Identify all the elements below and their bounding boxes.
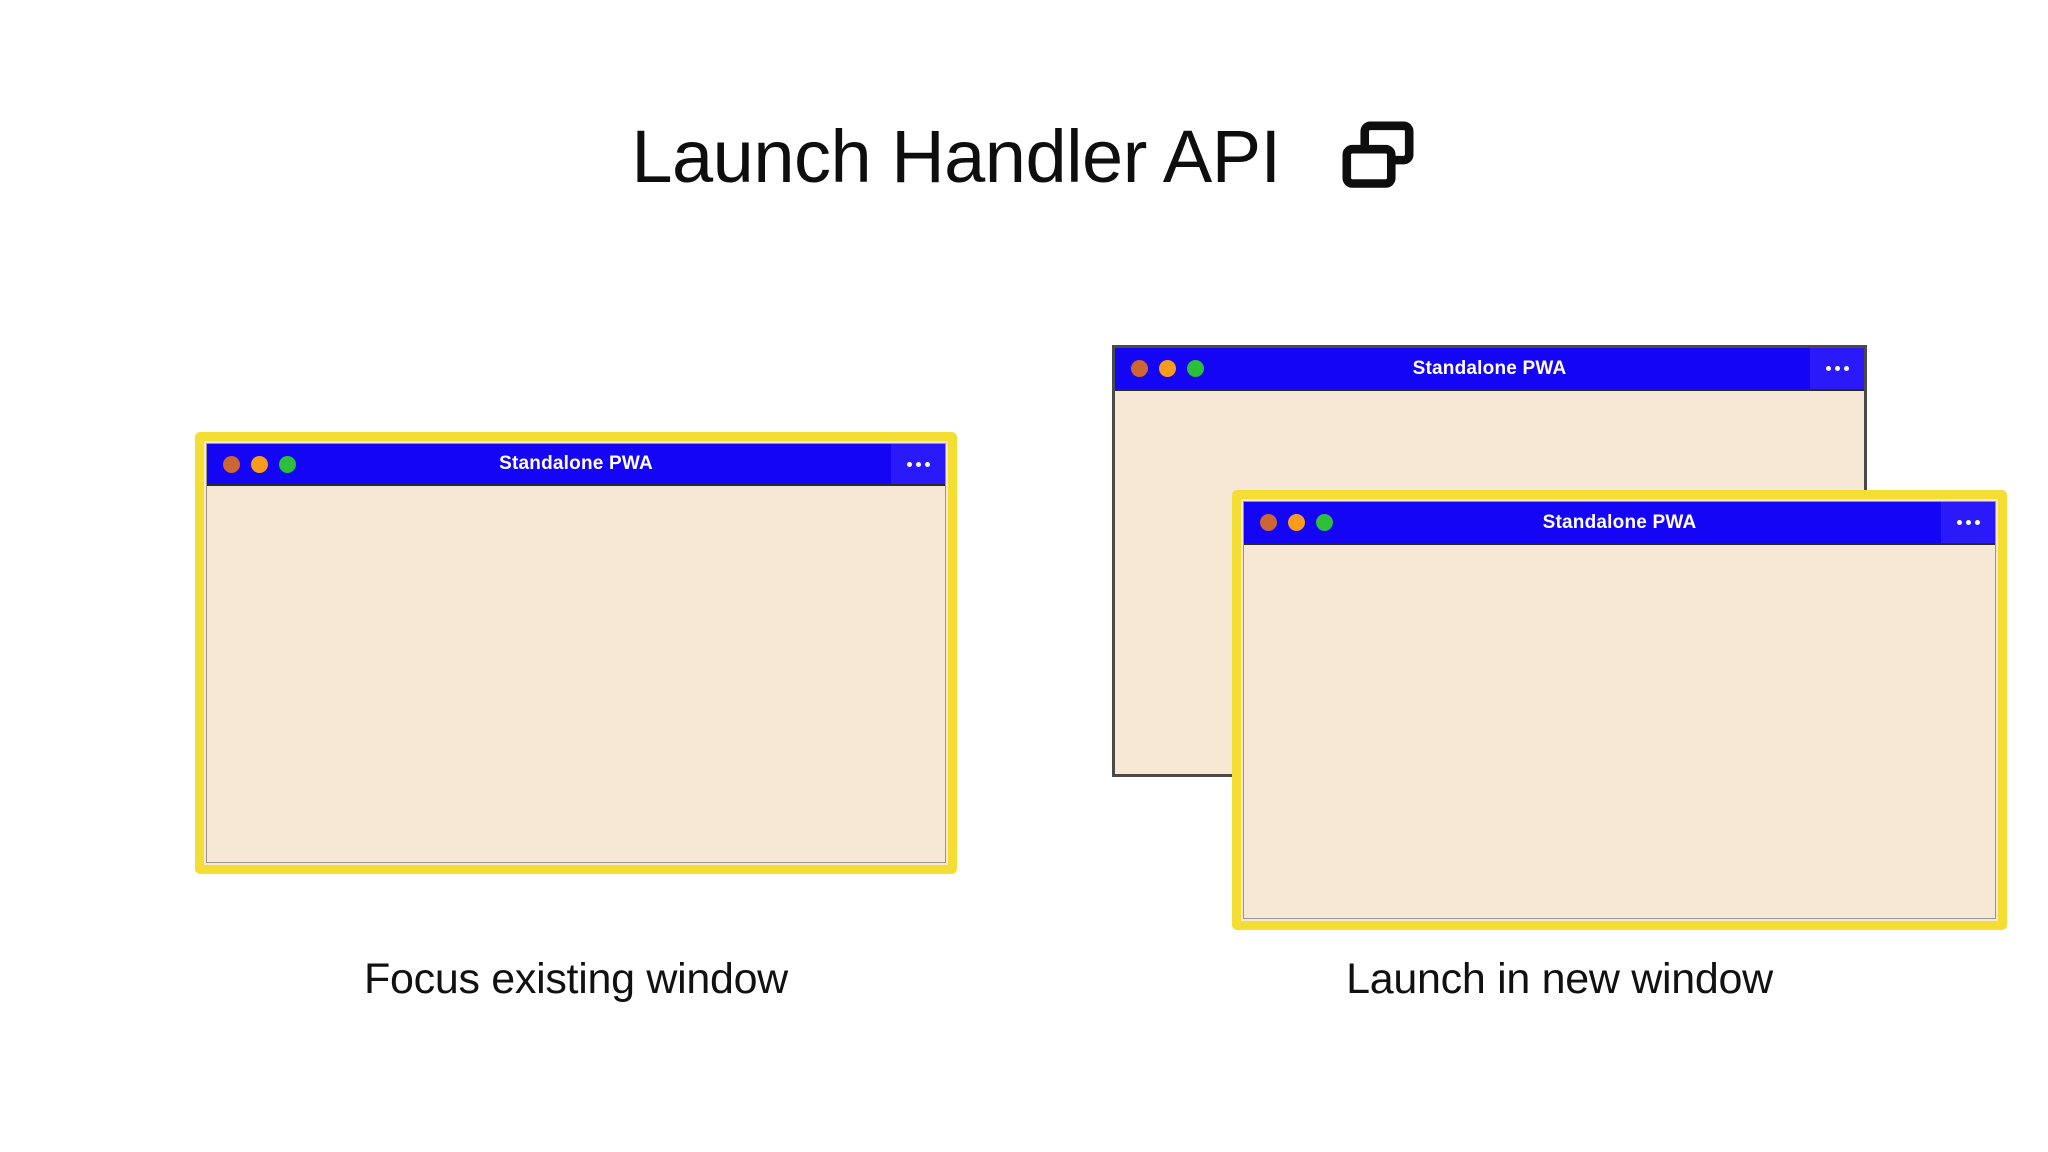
window-content-area[interactable] xyxy=(207,486,945,862)
menu-dot-2 xyxy=(1834,366,1840,371)
window-inner: Standalone PWA xyxy=(206,443,946,863)
minimize-dot[interactable] xyxy=(1159,360,1176,377)
page-header: Launch Handler API xyxy=(0,118,2048,196)
maximize-dot[interactable] xyxy=(279,455,296,473)
menu-dot-3 xyxy=(1843,366,1849,371)
close-dot[interactable] xyxy=(1260,514,1277,531)
pwa-window-new[interactable]: Standalone PWA xyxy=(1232,490,2007,930)
window-menu-button[interactable] xyxy=(1810,348,1864,389)
minimize-dot[interactable] xyxy=(251,455,268,473)
close-dot[interactable] xyxy=(1131,360,1148,377)
menu-dot-1 xyxy=(906,461,912,467)
window-titlebar[interactable]: Standalone PWA xyxy=(207,444,945,486)
page-title: Launch Handler API xyxy=(631,115,1281,198)
window-menu-button[interactable] xyxy=(891,444,945,484)
caption-focus-existing: Focus existing window xyxy=(364,955,788,1003)
maximize-dot[interactable] xyxy=(1316,514,1333,531)
multi-window-icon xyxy=(1339,118,1417,196)
minimize-dot[interactable] xyxy=(1288,514,1305,531)
window-title: Standalone PWA xyxy=(1412,357,1567,379)
window-title: Standalone PWA xyxy=(1542,511,1697,533)
maximize-dot[interactable] xyxy=(1187,360,1204,377)
caption-launch-new: Launch in new window xyxy=(1346,955,1773,1003)
menu-dot-1 xyxy=(1825,366,1831,371)
pwa-window-focused[interactable]: Standalone PWA xyxy=(195,432,957,874)
menu-dot-1 xyxy=(1956,520,1962,525)
window-content-area[interactable] xyxy=(1244,545,1995,918)
window-inner: Standalone PWA xyxy=(1243,501,1996,919)
window-titlebar[interactable]: Standalone PWA xyxy=(1244,502,1995,545)
window-title: Standalone PWA xyxy=(499,453,653,474)
menu-dot-3 xyxy=(924,461,930,467)
window-titlebar[interactable]: Standalone PWA xyxy=(1115,348,1864,391)
traffic-light-controls xyxy=(1244,514,1333,531)
traffic-light-controls xyxy=(1115,360,1204,377)
menu-dot-3 xyxy=(1974,520,1980,525)
menu-dot-2 xyxy=(1965,520,1971,525)
window-menu-button[interactable] xyxy=(1941,502,1995,543)
menu-dot-2 xyxy=(915,461,921,467)
traffic-light-controls xyxy=(207,455,296,473)
close-dot[interactable] xyxy=(223,455,240,473)
